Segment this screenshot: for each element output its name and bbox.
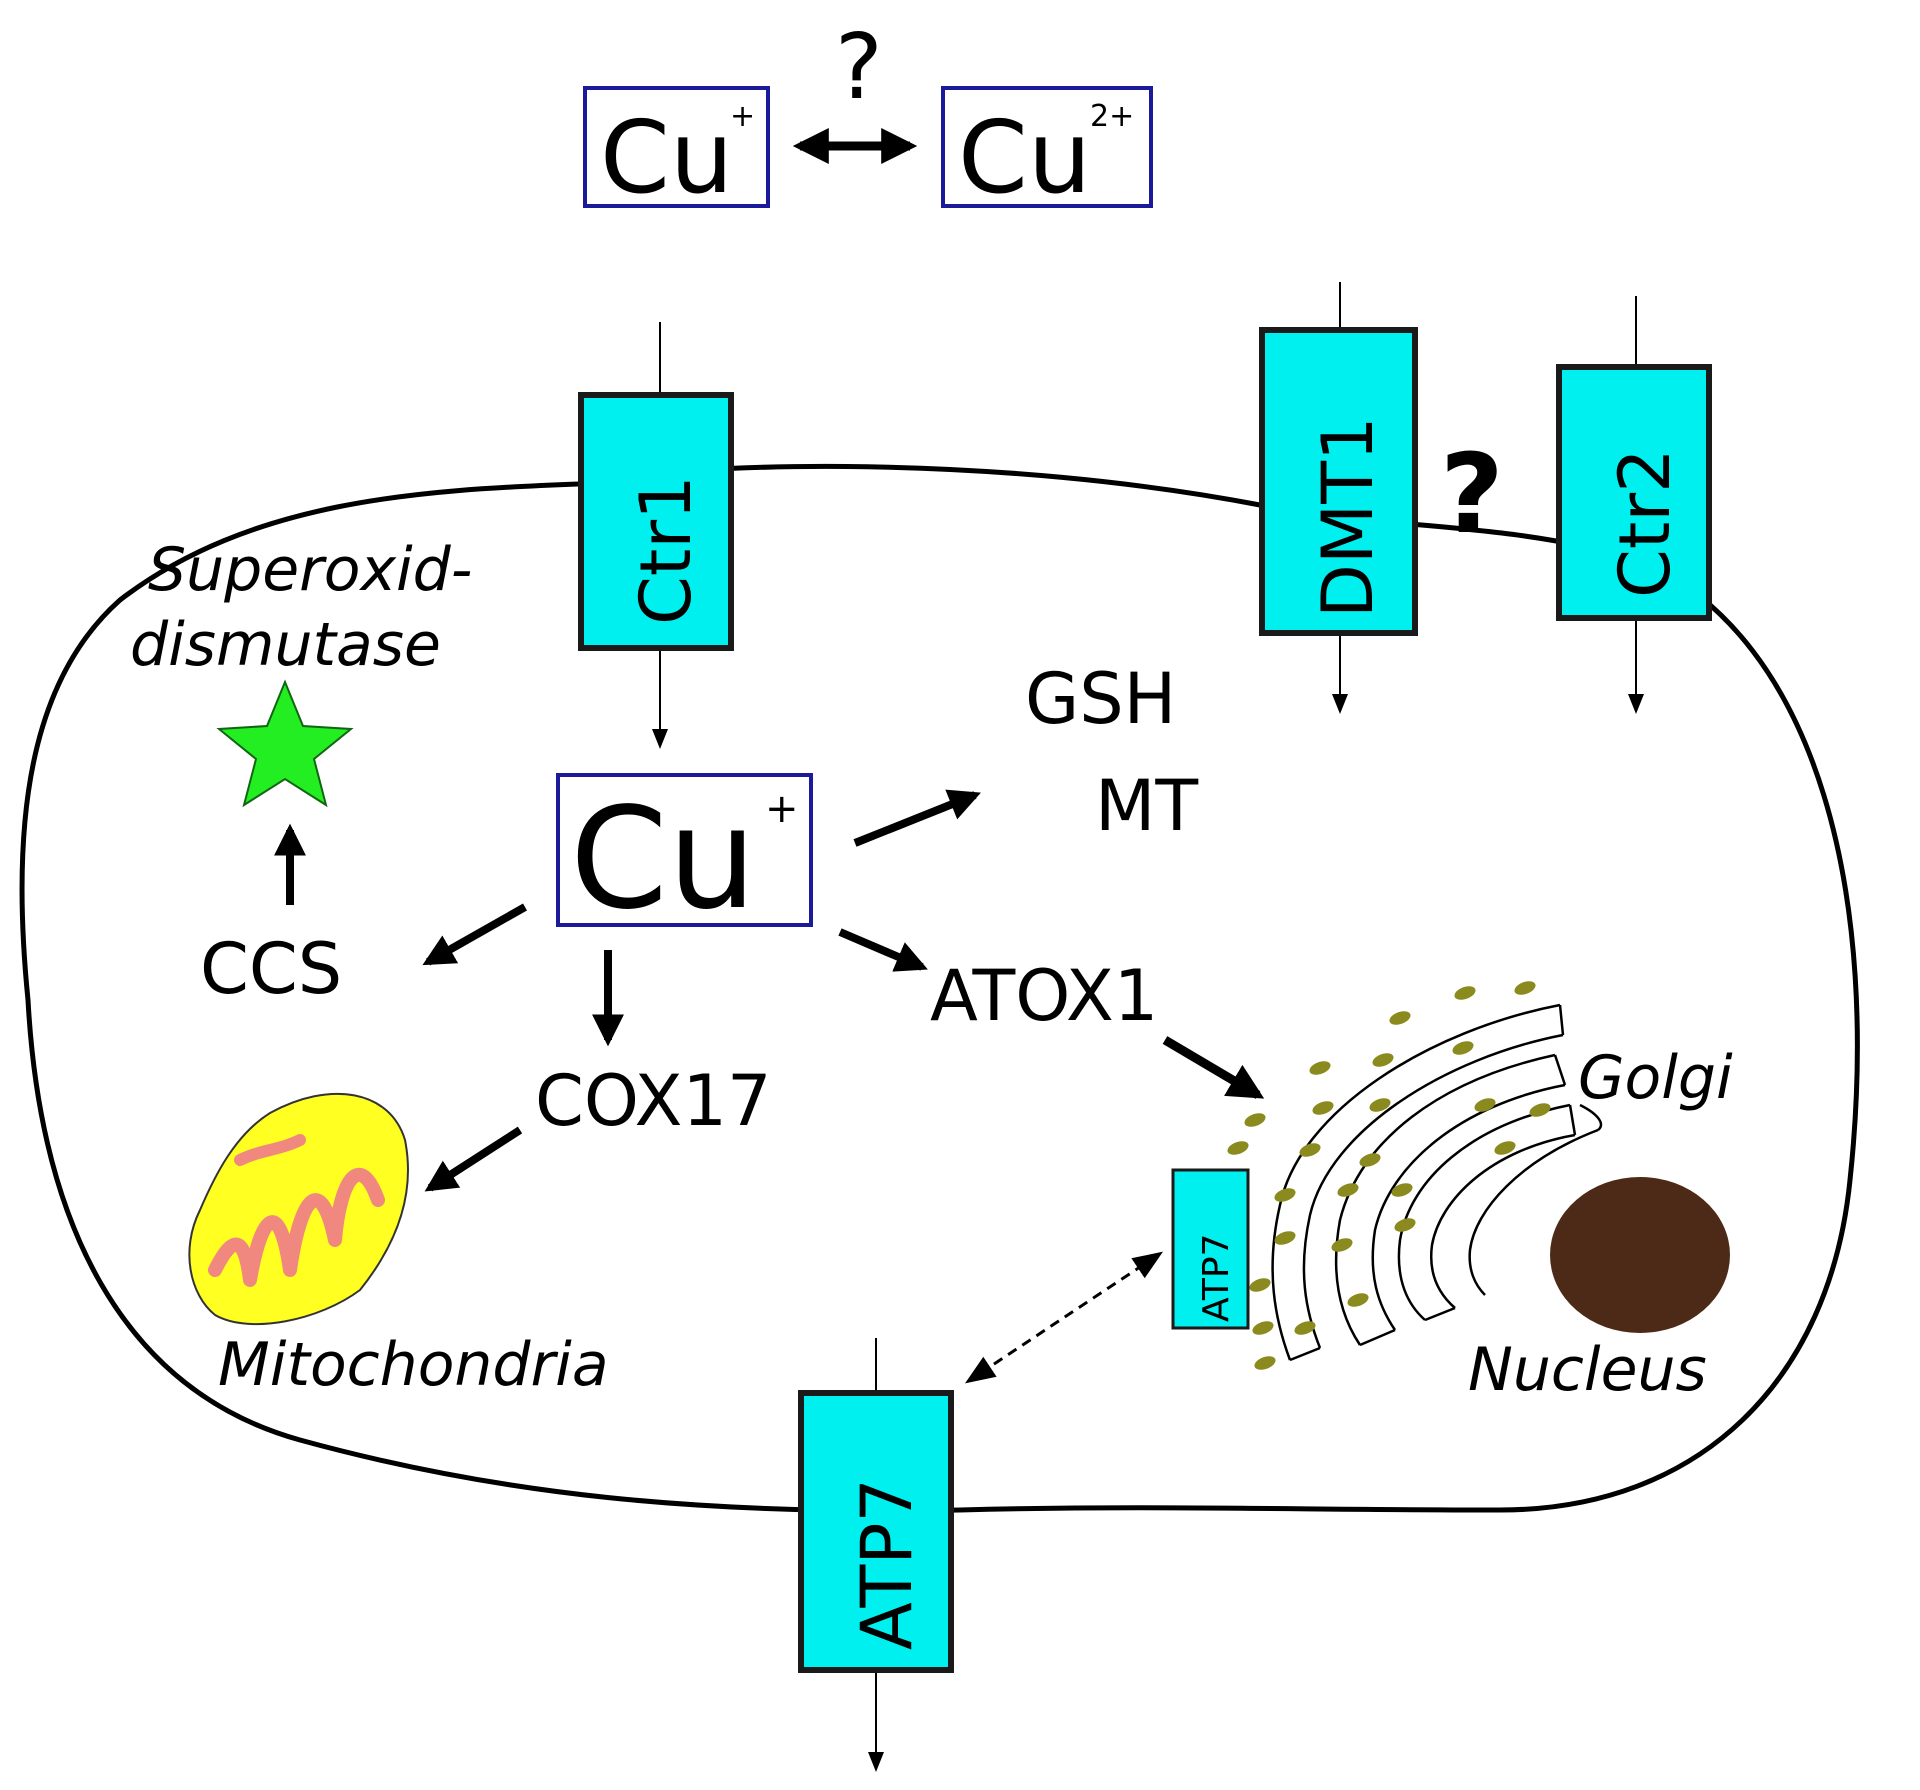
golgi-label: Golgi [1578,1043,1733,1113]
mitochondrion-icon [188,1092,409,1326]
gsh-label: GSH [1025,658,1176,740]
arrow-to-gsh-mt [853,789,981,847]
sod-label-line1: Superoxid- [148,535,472,605]
dmt1-ctr2-question-mark: ? [1440,430,1504,558]
atp7-membrane-transporter: ATP7 [798,1390,954,1673]
ctr2-label: Ctr2 [1604,448,1686,598]
sod-label-line2: dismutase [130,610,441,680]
arrow-to-atox1 [838,928,928,972]
ctr1-transporter: Ctr1 [578,392,734,651]
cu-2plus-charge: 2+ [1090,99,1134,134]
cytosolic-cu-base: Cu [570,778,756,941]
golgi-vesicles [1214,981,1551,1370]
mt-label: MT [1095,765,1198,847]
sod-star-icon [216,679,354,808]
cytosolic-cu-charge: + [765,786,799,832]
cu-plus-base: Cu [600,99,733,216]
nucleus-label: Nucleus [1468,1335,1707,1405]
golgi-apparatus-icon [1271,1003,1603,1362]
atp7-golgi-label: ATP7 [1196,1234,1237,1322]
nucleus-icon [1550,1177,1730,1333]
equilibrium-question-mark: ? [835,15,883,120]
atox1-label: ATOX1 [930,955,1158,1037]
cu-plus-charge: + [730,99,755,134]
arrow-atox1-to-golgi [1162,1036,1265,1099]
atp7-trafficking-arrow [965,1251,1163,1384]
extracellular-cu-2plus: Cu 2+ [941,86,1153,216]
mitochondria-label: Mitochondria [218,1330,609,1400]
atp7-golgi-transporter: ATP7 [1171,1168,1250,1330]
cu-2plus-base: Cu [958,99,1091,216]
dmt1-transporter: DMT1 [1259,327,1418,636]
arrow-to-ccs [422,903,527,966]
ctr2-transporter: Ctr2 [1556,364,1712,621]
cell-membrane [19,463,1860,1514]
atp7-membrane-label: ATP7 [846,1478,928,1650]
arrow-cox17-to-mito [424,1126,523,1192]
cox17-label: COX17 [535,1060,772,1142]
extracellular-cu-plus: Cu + [583,86,770,216]
ctr1-label: Ctr1 [625,475,707,625]
dmt1-label: DMT1 [1307,416,1389,618]
cytosolic-cu-plus: Cu + [556,773,813,941]
ccs-label: CCS [200,928,342,1010]
